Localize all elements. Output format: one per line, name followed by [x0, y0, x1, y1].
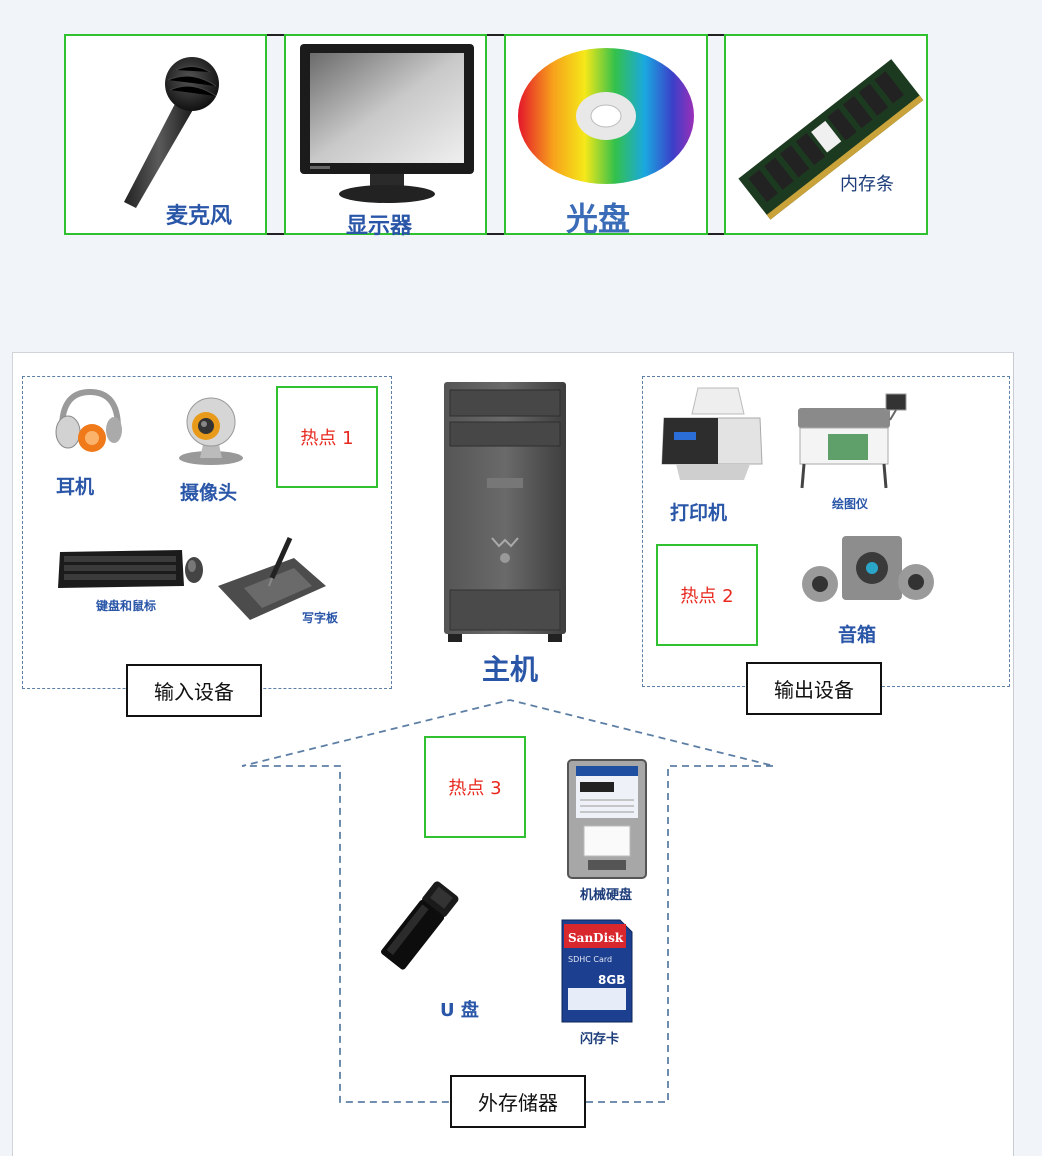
device-label-headphones: 耳机 — [56, 476, 95, 498]
output-group-label: 输出设备 — [746, 662, 882, 715]
card-label: 麦克风 — [166, 204, 233, 229]
card-separator — [487, 34, 505, 235]
hotspot-1[interactable]: 热点 1 — [276, 386, 378, 488]
sd-card-capacity: 8GB — [598, 973, 625, 987]
storage-arrow-outline — [241, 699, 775, 1103]
ram-icon — [738, 59, 924, 220]
monitor-icon — [300, 44, 474, 203]
device-label-usb: U 盘 — [440, 1000, 479, 1021]
device-label-webcam: 摄像头 — [180, 482, 238, 504]
card-label: 内存条 — [840, 174, 894, 195]
device-label-sdcard: 闪存卡 — [580, 1032, 620, 1047]
device-label-printer: 打印机 — [670, 502, 728, 524]
device-label-speakers: 音箱 — [838, 624, 877, 646]
card-cd[interactable]: 光盘 — [504, 34, 708, 238]
computer-tower-icon[interactable] — [442, 380, 568, 642]
cd-icon — [518, 48, 694, 184]
plotter-icon[interactable] — [794, 390, 914, 490]
device-label-keyboard-mouse: 键盘和鼠标 — [96, 599, 157, 613]
usb-drive-icon[interactable] — [374, 880, 496, 984]
sd-card-brand: SanDisk — [568, 931, 624, 945]
device-label-hdd: 机械硬盘 — [580, 888, 633, 903]
printer-icon[interactable] — [658, 384, 766, 484]
sd-card-icon[interactable]: SanDisk SDHC Card 8GB — [560, 918, 634, 1024]
hotspot-3[interactable]: 热点 3 — [424, 736, 526, 838]
host-label: 主机 — [482, 653, 539, 686]
device-label-plotter: 绘图仪 — [832, 497, 869, 511]
device-label-tablet: 写字板 — [302, 611, 339, 625]
card-separator — [267, 34, 285, 235]
input-group-label: 输入设备 — [126, 664, 262, 717]
card-label: 光盘 — [566, 200, 631, 238]
speakers-icon[interactable] — [800, 534, 936, 610]
card-separator — [708, 34, 726, 235]
card-microphone[interactable]: 麦克风 — [64, 34, 267, 235]
storage-group-label: 外存储器 — [450, 1075, 586, 1128]
card-label: 显示器 — [346, 214, 413, 239]
hotspot-2[interactable]: 热点 2 — [656, 544, 758, 646]
headphones-icon[interactable] — [52, 388, 128, 454]
card-monitor[interactable]: 显示器 — [284, 34, 487, 239]
webcam-icon[interactable] — [174, 396, 248, 466]
hard-drive-icon[interactable] — [566, 758, 648, 880]
card-ram[interactable]: 内存条 — [724, 34, 928, 235]
tablet-icon[interactable] — [214, 534, 330, 626]
microphone-icon — [124, 57, 219, 208]
sd-card-type: SDHC Card — [568, 955, 612, 964]
keyboard-mouse-icon[interactable] — [56, 546, 206, 594]
